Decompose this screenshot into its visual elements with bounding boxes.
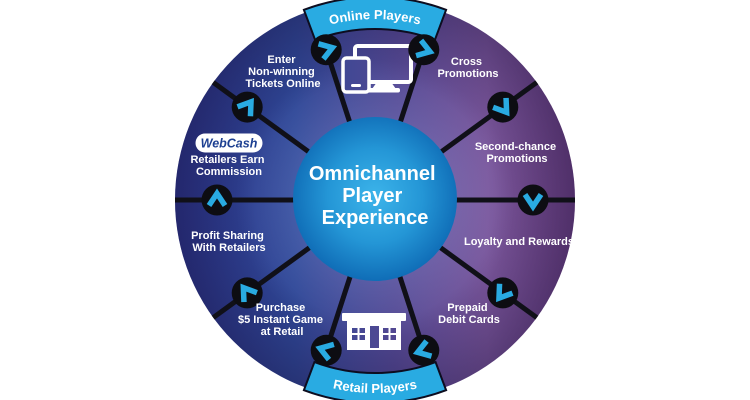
- retail-players-band-shape: [302, 360, 448, 400]
- spoke: [436, 80, 539, 157]
- chevron-node: [310, 34, 342, 66]
- chevron-icon: [206, 188, 228, 208]
- chevron-node-circle: [487, 277, 519, 309]
- chevron-node: [408, 34, 440, 66]
- segment-label-prepaid-debit-cards: Prepaid Debit Cards: [438, 302, 500, 326]
- store-window-right: [383, 328, 396, 340]
- spoke: [436, 243, 539, 320]
- online-players-band-text: Online Players: [328, 7, 423, 28]
- monitor-base: [366, 88, 400, 93]
- monitor-stand: [372, 82, 396, 89]
- chevron-icon: [317, 41, 338, 61]
- segment-label-enter-nonwinning-tickets: Enter Non-winning Tickets Online: [246, 54, 321, 90]
- store-roof: [342, 313, 406, 321]
- spoke: [211, 243, 314, 320]
- chevron-icon: [240, 283, 258, 303]
- chevron-node: [231, 91, 263, 123]
- segment-label-second-chance-promotions: Second-chance Promotions: [475, 141, 559, 165]
- chevron-icon: [315, 341, 335, 362]
- chevron-node: [408, 334, 440, 366]
- chevron-node: [487, 277, 519, 309]
- retail-players-band-text: Retail Players: [332, 377, 418, 396]
- chevron-node-circle: [408, 334, 440, 366]
- chevron-node-circle: [231, 91, 263, 123]
- segment-label-loyalty-and-rewards: Loyalty and Rewards: [464, 236, 574, 248]
- store-icon: [342, 313, 406, 350]
- chevron-node: [201, 184, 233, 216]
- chevron-icon: [492, 97, 510, 117]
- chevron-node-circle: [310, 34, 342, 66]
- chevron-node-circle: [517, 184, 549, 216]
- chevron-node-circle: [231, 277, 263, 309]
- center-hub-circle: [293, 117, 457, 281]
- webcash-logo-text: WebCash: [201, 137, 258, 151]
- chevron-node: [310, 334, 342, 366]
- store-door: [370, 326, 379, 348]
- segment-label-cross-promotions: Cross Promotions: [437, 56, 498, 80]
- segment-label-retailers-earn-commission: Retailers Earn Commission: [190, 154, 267, 178]
- tablet-outline: [341, 56, 371, 94]
- segment-labels: Enter Non-winning Tickets Online Cross P…: [190, 54, 574, 338]
- chevron-node: [487, 91, 519, 123]
- chevron-icon: [412, 339, 433, 359]
- chevron-icon: [415, 38, 435, 59]
- chevron-node: [231, 277, 263, 309]
- online-players-band: Online Players: [302, 0, 448, 42]
- online-players-band-shape: [302, 0, 448, 42]
- center-hub: Omnichannel Player Experience: [293, 117, 457, 281]
- flow-chevron-nodes: [201, 34, 549, 366]
- retail-players-band-label: Retail Players: [332, 377, 418, 396]
- online-players-band-label: Online Players: [328, 7, 423, 28]
- chevron-icon: [522, 192, 544, 212]
- chevron-node-circle: [408, 34, 440, 66]
- tablet-home-bar: [351, 84, 361, 87]
- segment-label-profit-sharing: Profit Sharing With Retailers: [191, 230, 267, 254]
- chevron-node-circle: [201, 184, 233, 216]
- webcash-logo: WebCash: [195, 133, 263, 153]
- devices-icon: [341, 44, 413, 94]
- center-hub-title: Omnichannel Player Experience: [309, 163, 441, 229]
- spoke: [211, 80, 314, 157]
- retail-players-band: Retail Players: [302, 360, 448, 400]
- chevron-node-circle: [487, 91, 519, 123]
- chevron-icon: [236, 97, 254, 117]
- segment-label-purchase-instant-game: Purchase $5 Instant Game at Retail: [238, 302, 326, 338]
- webcash-logo-pill: [195, 133, 263, 153]
- chevron-node-circle: [310, 334, 342, 366]
- store-window-left: [352, 328, 365, 340]
- chevron-node: [517, 184, 549, 216]
- chevron-icon: [496, 283, 514, 303]
